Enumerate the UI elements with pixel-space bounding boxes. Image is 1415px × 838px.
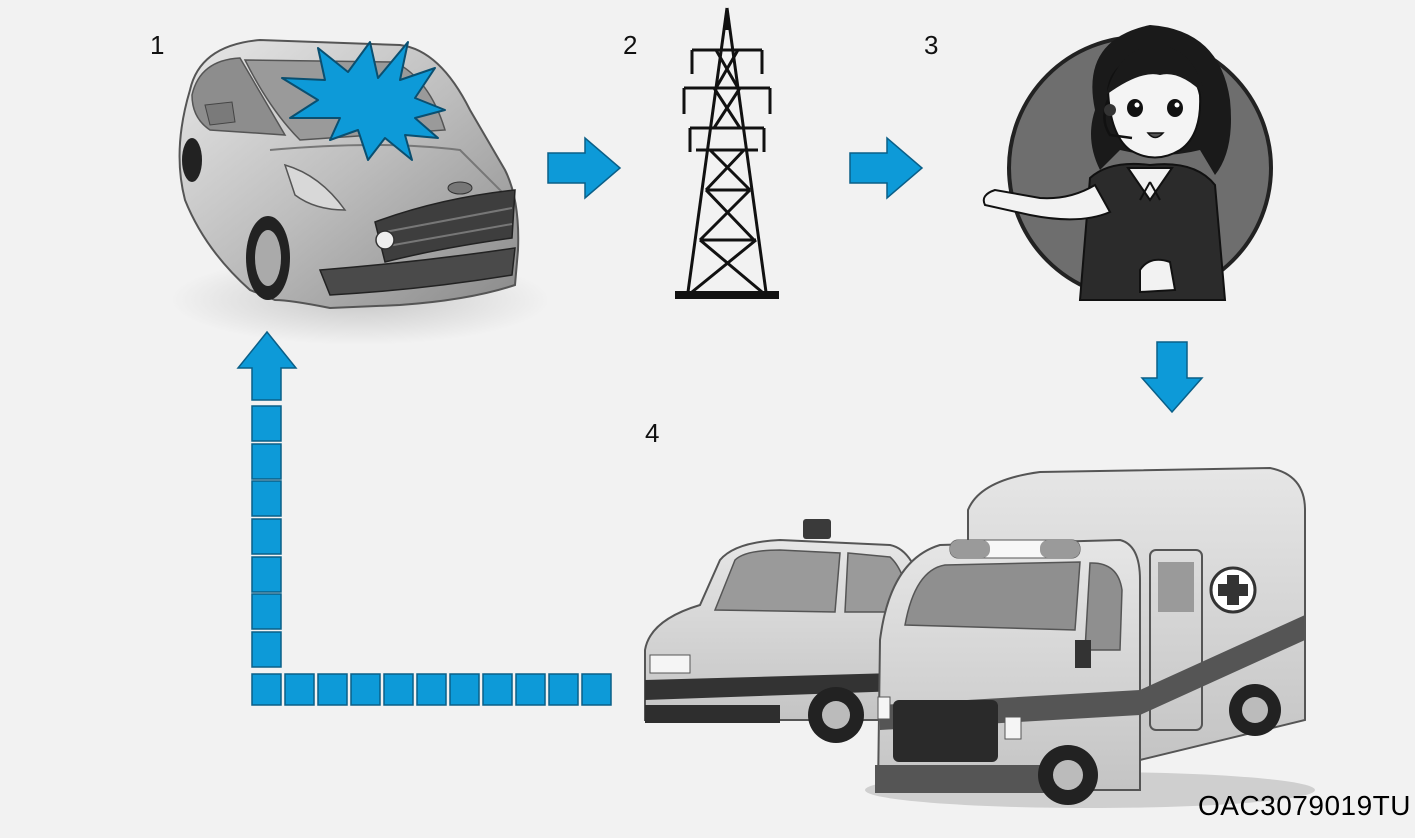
arrow-right-icon	[547, 136, 622, 200]
police-car	[644, 519, 932, 743]
step-number-1: 1	[150, 30, 165, 60]
call-center-operator-illustration	[982, 25, 1273, 301]
figure-code: OAC3079019TU	[1197, 790, 1411, 821]
emergency-vehicles-illustration	[644, 466, 1315, 808]
return-path-arrow	[236, 330, 612, 706]
arrow-right-icon	[849, 136, 924, 200]
impact-burst-icon	[281, 41, 446, 161]
step-number-3: 3	[924, 30, 939, 60]
step-number-2: 2	[623, 30, 638, 60]
step-number-4: 4	[645, 418, 660, 448]
arrow-down-icon	[1140, 341, 1204, 414]
tower-base	[675, 291, 779, 299]
ambulance	[865, 466, 1315, 808]
transmission-tower-illustration	[682, 7, 772, 294]
